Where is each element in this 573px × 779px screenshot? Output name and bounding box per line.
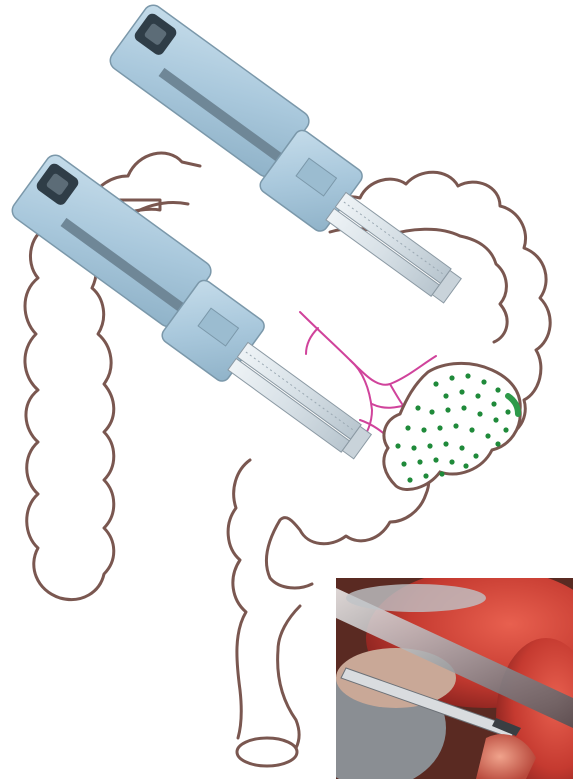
intraoperative-photo-inset [336, 578, 573, 779]
